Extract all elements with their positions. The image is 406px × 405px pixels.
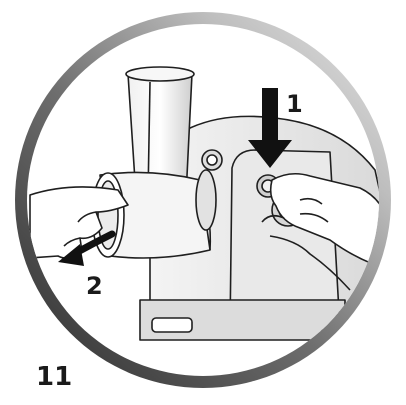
appliance-foot <box>151 317 193 333</box>
arrow-press-down <box>248 88 292 168</box>
figure-number: 11 <box>36 362 73 392</box>
right-hand <box>269 172 379 271</box>
drum-collar <box>195 169 217 231</box>
feed-tube-rim <box>125 66 195 82</box>
step-1-label: 1 <box>286 90 303 118</box>
step-2-label: 2 <box>86 272 103 300</box>
